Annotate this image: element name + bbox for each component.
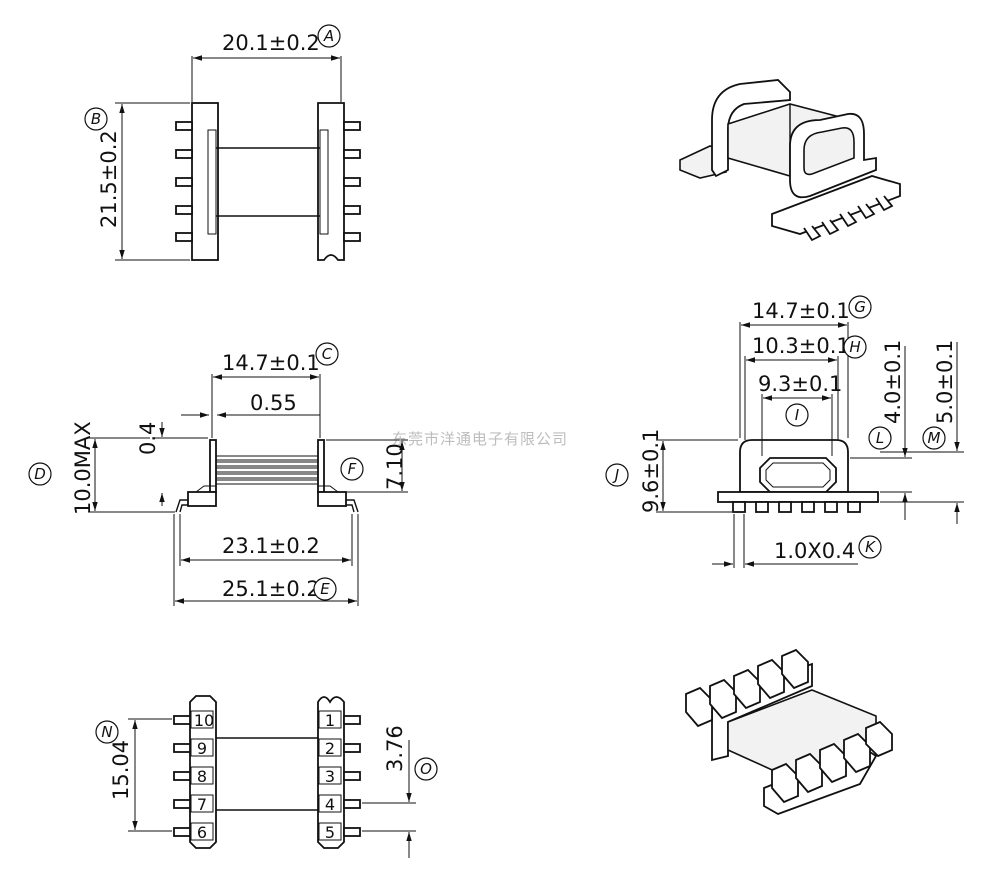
ref-h-label: H <box>849 338 860 356</box>
ref-e-bubble <box>313 577 337 601</box>
dim-base-text: 23.1±0.2 <box>222 534 320 558</box>
dim-e-text: 25.1±0.2 <box>222 577 320 601</box>
ref-o-bubble <box>414 757 438 781</box>
pin-label: 7 <box>197 795 207 814</box>
top-pins-left <box>175 121 193 242</box>
dim-j-text: 9.6±0.1 <box>639 429 663 513</box>
ref-i-bubble <box>785 403 809 427</box>
front-left-flange <box>209 439 217 493</box>
ref-m-bubble <box>922 426 946 450</box>
ref-m-label: M <box>928 429 941 447</box>
side-pins <box>732 501 861 513</box>
front-right-foot <box>317 491 347 507</box>
ref-d-label: D <box>34 465 46 483</box>
iso-top-pins <box>803 195 894 242</box>
dim-o-text: 3.76 <box>383 725 407 772</box>
ref-l-bubble <box>868 426 892 450</box>
pin-labels-right: 1 2 3 4 5 <box>318 710 342 842</box>
dim-k-text: 1.0X0.4 <box>774 539 855 563</box>
ref-f-bubble <box>340 457 364 481</box>
top-left-rail <box>207 129 217 235</box>
ref-a-label: A <box>323 27 334 45</box>
top-view: 20.1±0.2 A 21.5±0.2 B <box>84 24 361 261</box>
dim-b-text: 21.5±0.2 <box>97 130 121 228</box>
dim-gap-text: 0.55 <box>250 391 297 415</box>
front-right-pin <box>346 499 359 513</box>
pin-label: 2 <box>325 739 335 758</box>
ref-f-label: F <box>348 460 357 478</box>
front-view: 14.7±0.1 C 0.55 0.4 10.0MAX D 7.10 F 23.… <box>28 342 408 606</box>
dim-n-text: 15.04 <box>109 740 133 800</box>
iso-bottom-top-pins <box>685 648 809 728</box>
dim-g-text: 14.7±0.1 <box>752 299 850 323</box>
top-left-flange <box>191 102 219 261</box>
pin-label: 3 <box>325 767 335 786</box>
iso-bottom-front-pins <box>771 720 893 804</box>
pin-label: 1 <box>325 711 335 730</box>
iso-view-top <box>679 79 901 242</box>
top-right-rail <box>319 129 329 235</box>
ref-e-label: E <box>320 580 330 598</box>
ref-b-label: B <box>91 110 101 128</box>
iso-top-base <box>771 175 901 235</box>
iso-view-bottom <box>685 648 893 815</box>
ref-c-bubble <box>315 342 339 366</box>
pin-label: 9 <box>197 739 207 758</box>
ref-n-bubble <box>95 720 119 744</box>
ref-a-bubble <box>317 24 341 48</box>
ref-g-bubble <box>848 295 872 319</box>
ref-k-label: K <box>865 538 876 556</box>
dim-l-text: 4.0±0.1 <box>881 340 905 424</box>
dim-f-text: 7.10 <box>383 443 407 490</box>
side-view: 14.7±0.1 G 10.3±0.1 H 9.3±0.1 I 9.6±0.1 … <box>605 295 964 568</box>
pin-label: 6 <box>197 823 207 842</box>
ref-d-bubble <box>28 462 52 486</box>
ref-n-label: N <box>101 723 112 741</box>
ref-h-bubble <box>843 335 867 359</box>
ref-j-bubble <box>605 463 629 487</box>
ref-b-bubble <box>84 107 108 131</box>
bottom-right-flange <box>317 696 345 849</box>
bottom-pins-right <box>343 715 361 837</box>
ref-k-bubble <box>858 535 882 559</box>
dim-i-text: 9.3±0.1 <box>758 372 842 396</box>
top-right-flange <box>317 102 345 261</box>
bottom-pins-left <box>173 715 191 837</box>
bottom-view: 10 9 8 7 6 1 2 3 4 5 15.04 N 3.76 <box>95 695 438 858</box>
top-pins-right <box>343 121 361 242</box>
ref-l-label: L <box>876 429 884 447</box>
pin-label: 4 <box>325 795 335 814</box>
dim-a-text: 20.1±0.2 <box>222 31 320 55</box>
ref-j-label: J <box>612 466 619 484</box>
pin-label: 8 <box>197 767 207 786</box>
side-base <box>717 491 879 503</box>
pin-labels-left: 10 9 8 7 6 <box>190 710 214 842</box>
ref-o-label: O <box>420 760 432 778</box>
front-left-foot <box>187 491 217 507</box>
front-left-pin <box>175 499 188 513</box>
ref-i-label: I <box>795 406 800 424</box>
ref-g-label: G <box>854 298 866 316</box>
front-right-flange <box>317 439 325 493</box>
pin-label: 5 <box>325 823 335 842</box>
dim-h-text: 10.3±0.1 <box>752 334 850 358</box>
dim-m-text: 5.0±0.1 <box>933 340 957 424</box>
watermark-text: 东莞市洋通电子有限公司 <box>392 430 568 448</box>
pin-label: 10 <box>194 711 214 730</box>
dim-d-text: 10.0MAX <box>71 421 95 515</box>
dim-c-text: 14.7±0.1 <box>222 351 320 375</box>
ref-c-label: C <box>322 345 333 363</box>
